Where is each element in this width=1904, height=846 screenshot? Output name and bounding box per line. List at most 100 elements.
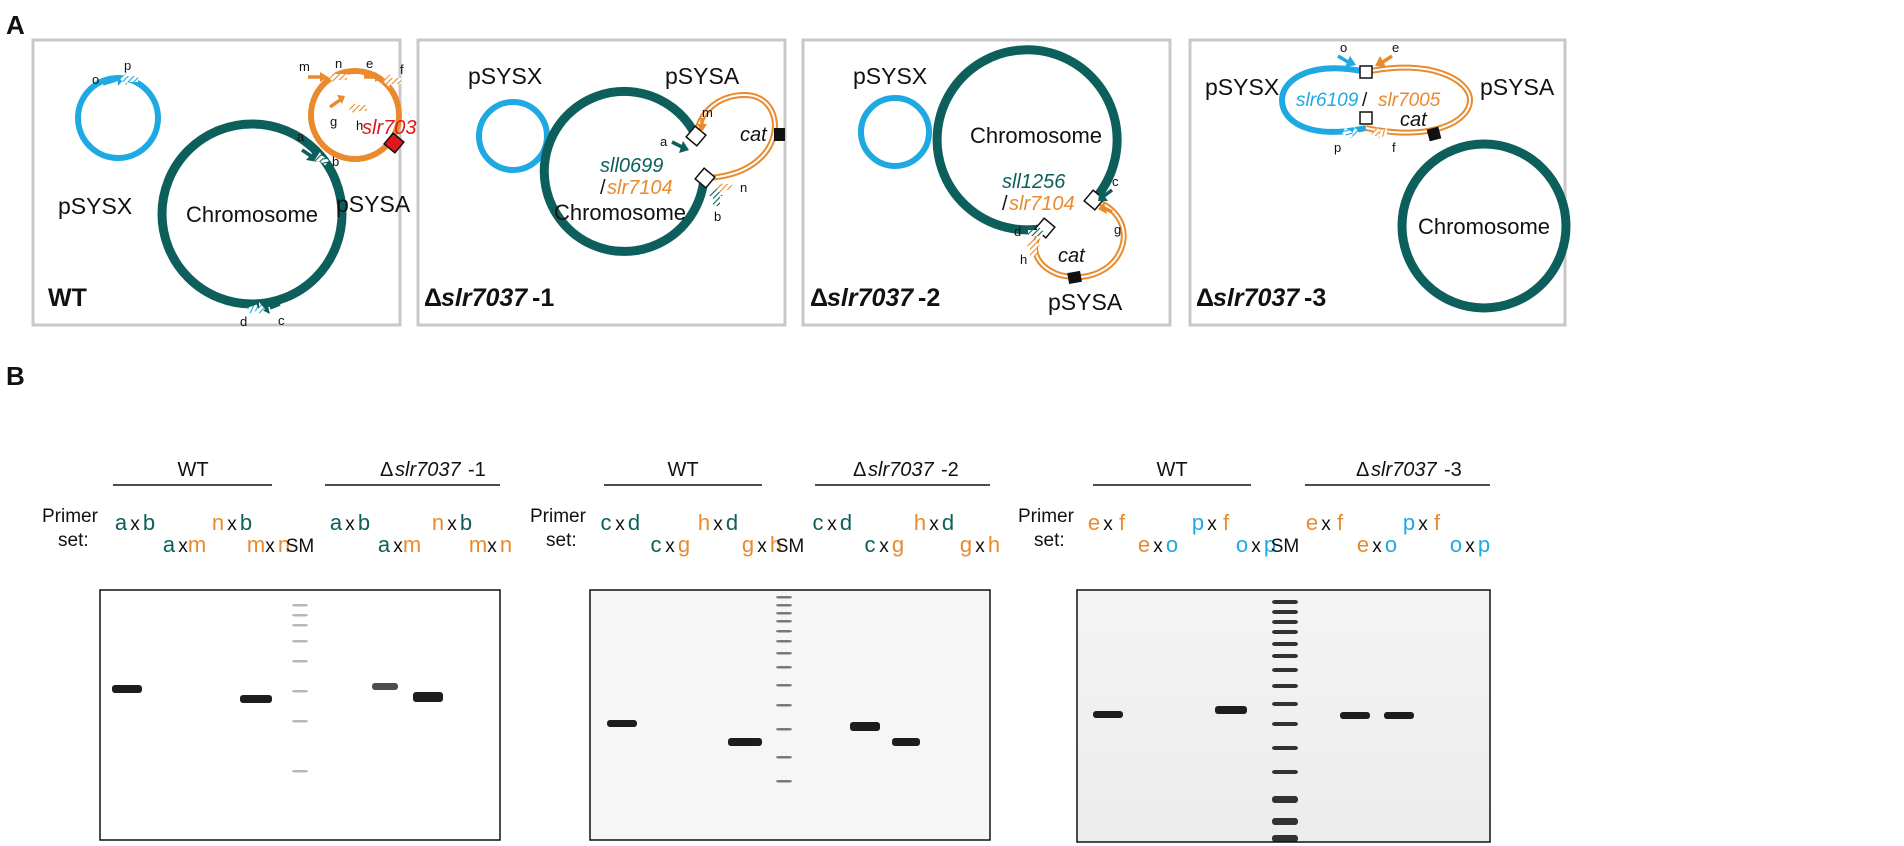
primer-c-arrow	[1098, 188, 1114, 201]
mut1-title-delta: Δ	[424, 284, 442, 312]
wt-psysa-label: pSYSA	[336, 191, 411, 217]
mut1-panel: pSYSX pSYSA Chromosome cat sll0699 / slr…	[416, 38, 787, 327]
gel2-ladder-band-11	[776, 728, 792, 731]
gel3-group-wt: WT	[1156, 459, 1187, 481]
primer-m-label: m	[299, 59, 310, 74]
gel2-band-wt-lane4	[728, 738, 762, 746]
gel1-wt-lane4-primer-2: n	[278, 532, 290, 557]
gel2-mut-lane3-primer-2: d	[942, 510, 954, 535]
gel3-band-mut-lane3	[1384, 712, 1414, 719]
gel1-wt-lane3-primer-1: n	[212, 510, 224, 535]
gel1-headers: WT Δ slr7037 -1 Primer set:	[42, 459, 500, 551]
gel1-mut-lane2-primer-1: a	[378, 532, 391, 557]
primer-d-label: d	[240, 314, 247, 329]
gel1-wt-lane4-x: x	[265, 536, 275, 557]
gel3-ladder-band-11	[1272, 746, 1298, 750]
gel2-band-mut-lane2	[892, 738, 920, 746]
gel2-ladder-band-3	[776, 612, 792, 615]
gel1-mut-lane1-primer-1: a	[330, 510, 343, 535]
gel1-ladder-band-1	[292, 604, 308, 607]
gel2-mut-lane1-primer-1: c	[813, 510, 824, 535]
gel3-mut-lane2-primer-1: e	[1357, 532, 1369, 557]
mut3-junction-sep: /	[1362, 90, 1368, 111]
gel2-mut-lane4-primer-2: h	[988, 532, 1000, 557]
gel1-mut-lane4-primer-2: n	[500, 532, 512, 557]
primer-e-arrow	[364, 72, 383, 82]
primer-o-label: o	[1340, 40, 1347, 55]
mut2-title-gene: slr7037	[827, 284, 914, 312]
mut1-cat-label: cat	[740, 124, 768, 146]
gel3-wt-lane1-x: x	[1103, 514, 1113, 535]
primer-o-arrow	[102, 75, 124, 86]
gel1-wt-lane1-x: x	[130, 514, 140, 535]
mut1-junction-gene-1: sll0699	[600, 155, 663, 177]
gel3-group-mut-suffix: -3	[1444, 459, 1462, 481]
gel2-group-mut-delta: Δ	[853, 459, 866, 481]
gel3-primer-label-1: Primer	[1018, 506, 1075, 527]
gel2-wt-lane1-primer-2: d	[628, 510, 640, 535]
mut1-panel-border	[416, 38, 787, 327]
gel3-ladder-band-9	[1272, 702, 1298, 706]
gel3-ladder-band-2	[1272, 610, 1298, 614]
gel1-wt-lane2-x: x	[178, 536, 188, 557]
gel1-band-wt-lane4	[240, 695, 272, 703]
gel3-ladder-band-14	[1272, 818, 1298, 825]
gel3-mut-lane2-x: x	[1372, 536, 1382, 557]
gel2-group-wt: WT	[667, 459, 698, 481]
mut3-junction-gene-1: slr6109	[1296, 90, 1359, 111]
mut3-cat-marker	[1426, 126, 1442, 142]
gel1-primer-label-2: set:	[58, 530, 89, 551]
primer-p-arrow	[120, 72, 138, 86]
gel3-band-mut-lane2	[1340, 712, 1370, 719]
wt-gene-label: slr7037	[362, 117, 428, 139]
gel2-wt-lane2-primer-2: g	[678, 532, 690, 557]
gel3-wt-lane3-primer-2: f	[1223, 510, 1230, 535]
gel2-wt-lane3-x: x	[713, 514, 723, 535]
gel3-ladder-band-1	[1272, 600, 1298, 604]
gel2-mut-lane1-x: x	[827, 514, 837, 535]
primer-b-label: b	[332, 154, 339, 169]
gel3-ladder-band-12	[1272, 770, 1298, 774]
gel3-headers: WT Δ slr7037 -3 Primer set:	[1018, 459, 1490, 551]
gel2-ladder-band-4	[776, 620, 792, 623]
gel2-ladder-band-2	[776, 604, 792, 607]
mut3-panel-border	[1188, 38, 1567, 327]
gel2-headers: WT Δ slr7037 -2 Primer set:	[530, 459, 990, 551]
primer-p-arrow	[1342, 126, 1360, 139]
primer-g-label: g	[330, 114, 337, 129]
mut1-junction-box-2	[694, 167, 716, 189]
gel2-primer-label-2: set:	[546, 530, 577, 551]
gel2-wt-lane4-primer-1: g	[742, 532, 754, 557]
gel3-mut-lane4-primer-2: p	[1478, 532, 1490, 557]
gel1-wt-lane2-primer-2: m	[188, 532, 206, 557]
primer-d-arrow	[1028, 226, 1045, 240]
gel2-ladder-band-5	[776, 630, 792, 633]
gel2-ladder-band-7	[776, 652, 792, 655]
primer-b-arrow	[314, 152, 329, 166]
primer-m-label: m	[702, 105, 713, 120]
primer-a-label: a	[297, 129, 305, 144]
gel1-wt-lane3-primer-2: b	[240, 510, 252, 535]
mut3-cat-label: cat	[1400, 109, 1428, 131]
mut2-junction-gene-2: slr7104	[1009, 193, 1075, 215]
mut1-cat-marker	[774, 128, 785, 141]
gel2-mut-lane1-primer-2: d	[840, 510, 852, 535]
primer-g-label: g	[1114, 222, 1121, 237]
gel2-mut-lane3-x: x	[929, 514, 939, 535]
gel3-wt-lane1-primer-2: f	[1119, 510, 1126, 535]
gel3-mut-lane1-x: x	[1321, 514, 1331, 535]
primer-h-arrow	[348, 101, 367, 115]
primer-d-arrow	[247, 302, 265, 315]
primer-d-label: d	[1014, 224, 1021, 239]
gel3-wt-lane3-primer-1: p	[1192, 510, 1204, 535]
gel3-wt-lane4-x: x	[1251, 536, 1261, 557]
gel1-ladder-band-5	[292, 660, 308, 663]
gel1-mut-lane3-primer-1: n	[432, 510, 444, 535]
mut2-chromosome-circle	[932, 45, 1122, 235]
gel2-mut-lane4-primer-1: g	[960, 532, 972, 557]
mut2-junction-gene-1: sll1256	[1002, 171, 1066, 193]
gel3-mut-lane1-primer-2: f	[1337, 510, 1344, 535]
gel1-group-wt: WT	[177, 459, 208, 481]
mut1-chromosome-label: Chromosome	[554, 200, 686, 225]
mut2-panel: pSYSX Chromosome cat sll1256 / slr7104 p…	[801, 38, 1172, 327]
